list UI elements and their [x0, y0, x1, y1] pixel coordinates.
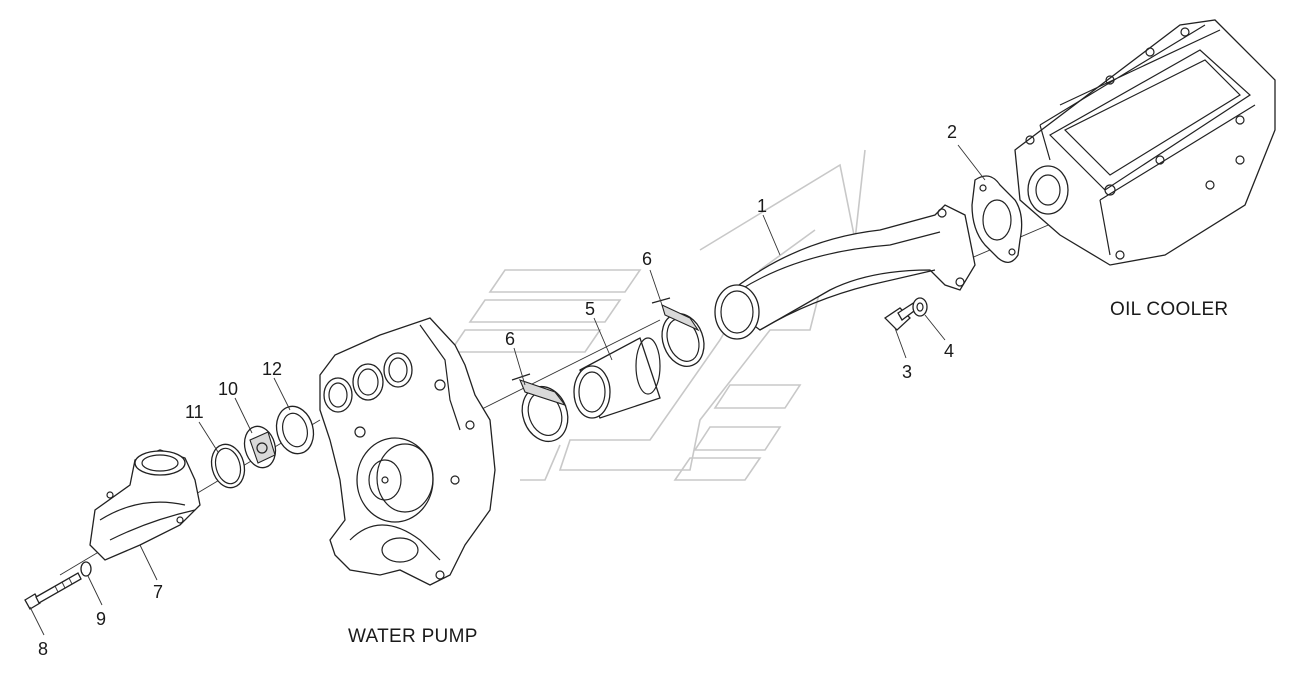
- callout-6-upper: 6: [642, 249, 652, 269]
- callout-4: 4: [944, 341, 954, 361]
- oil-cooler-caption: OIL COOLER: [1110, 299, 1228, 320]
- o-ring: [210, 443, 246, 489]
- callout-12: 12: [262, 359, 282, 379]
- callout-7: 7: [153, 582, 163, 602]
- housing-washer: [80, 561, 92, 577]
- rubber-hose: [573, 337, 661, 419]
- watermark-logo: [448, 149, 866, 481]
- water-pump-caption: WATER PUMP: [348, 626, 478, 647]
- coolant-pipe: [714, 204, 976, 340]
- callout-labels: 1 2 3 4 5 6 6 7 8 9 10 11 12: [38, 122, 957, 659]
- callout-9: 9: [96, 609, 106, 629]
- pipe-washer: [912, 297, 928, 317]
- pipe-gasket: [971, 175, 1023, 263]
- callout-10: 10: [218, 379, 238, 399]
- callout-3: 3: [902, 362, 912, 382]
- thermostat-housing: [89, 449, 201, 561]
- housing-bolt: [24, 572, 82, 610]
- pipe-bolt: [883, 301, 919, 331]
- callout-1: 1: [757, 196, 767, 216]
- oil-cooler: [1014, 19, 1276, 266]
- callout-8: 8: [38, 639, 48, 659]
- thermostat: [243, 425, 277, 469]
- callout-2: 2: [947, 122, 957, 142]
- callout-5: 5: [585, 299, 595, 319]
- water-pump: [319, 317, 496, 586]
- leader-lines: [29, 144, 986, 636]
- callout-6-lower: 6: [505, 329, 515, 349]
- thermostat-gasket: [275, 405, 315, 455]
- callout-11: 11: [185, 402, 204, 422]
- hose-clamp-upper: [651, 297, 705, 367]
- hose-clamp-lower: [511, 373, 569, 443]
